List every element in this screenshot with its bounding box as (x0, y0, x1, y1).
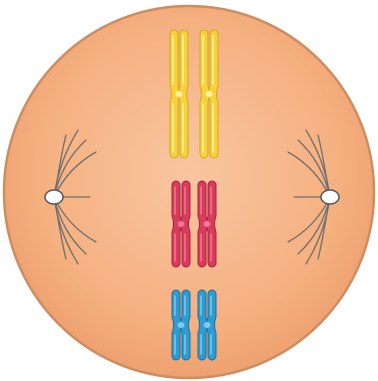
right-centrosome (321, 190, 339, 204)
centromere (206, 91, 213, 97)
centromere (204, 221, 211, 227)
centromere (178, 322, 185, 328)
centromere (176, 91, 183, 97)
centromere (204, 322, 211, 328)
left-centrosome (45, 190, 63, 204)
centromere (178, 221, 185, 227)
